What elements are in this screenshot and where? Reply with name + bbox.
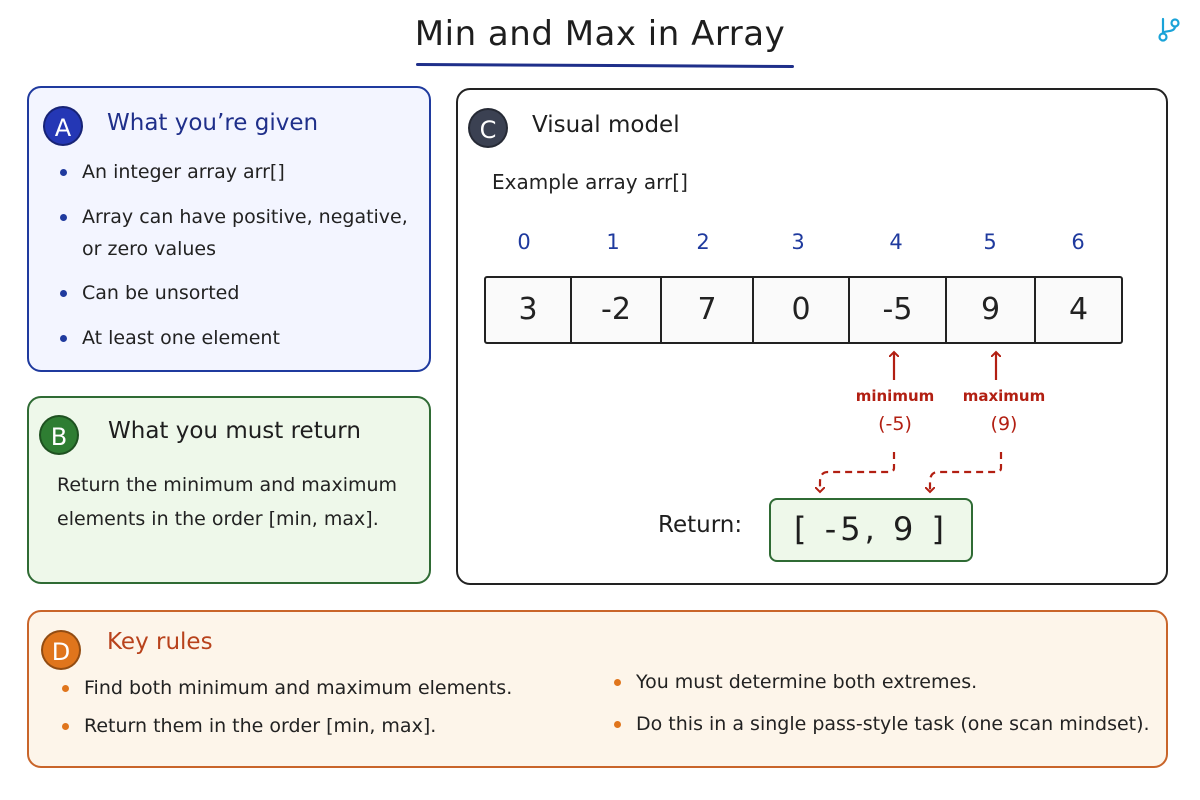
visual-model-panel: C Visual model Example array arr[] 0 1 2…	[456, 88, 1168, 585]
array-index: 3	[791, 230, 805, 254]
maximum-annotation: maximum (9)	[961, 387, 1047, 435]
title-underline	[415, 63, 795, 68]
array-cell: 4	[1068, 292, 1089, 327]
given-list: An integer array arr[] Array can have po…	[57, 156, 417, 367]
rules-list-left: Find both minimum and maximum elements. …	[59, 672, 579, 748]
return-value-box: [ -5, 9 ]	[769, 498, 973, 562]
array-index: 1	[606, 230, 620, 254]
return-heading: What you must return	[108, 418, 361, 444]
array-index: 2	[696, 230, 710, 254]
list-item: Can be unsorted	[57, 277, 417, 309]
given-heading: What you’re given	[107, 110, 319, 136]
array-index: 5	[983, 230, 997, 254]
minimum-label: minimum	[855, 387, 935, 405]
array-cell: 0	[754, 278, 850, 342]
key-rules-panel: D Key rules Find both minimum and maximu…	[27, 610, 1168, 768]
array-cell: 7	[662, 278, 754, 342]
list-item: Find both minimum and maximum elements.	[59, 672, 579, 704]
list-item: Return them in the order [min, max].	[59, 710, 579, 742]
git-branch-icon[interactable]	[1155, 16, 1183, 44]
return-label: Return:	[658, 512, 743, 538]
badge-c: C	[468, 108, 508, 148]
list-item: Do this in a single pass-style task (one…	[611, 708, 1161, 740]
list-item: An integer array arr[]	[57, 156, 417, 188]
array-cell: -2	[572, 278, 662, 342]
array-index: 0	[517, 230, 531, 254]
array-cell: 9	[947, 278, 1036, 342]
array-index: 6	[1071, 230, 1085, 254]
return-description: Return the minimum and maximum elements …	[57, 474, 398, 530]
visual-model-heading: Visual model	[532, 112, 680, 138]
array-cell: -5	[850, 278, 947, 342]
rules-list-right: You must determine both extremes. Do thi…	[611, 666, 1161, 750]
array-cell: 3	[486, 278, 572, 342]
maximum-label: maximum	[962, 387, 1046, 405]
page-title: Min and Max in Array	[414, 14, 786, 54]
minimum-dashed-arrow	[820, 452, 896, 492]
array-index: 4	[889, 230, 903, 254]
list-item: Array can have positive, negative, or ze…	[57, 201, 417, 265]
annotation-arrows	[458, 90, 1003, 587]
badge-d: D	[41, 630, 81, 670]
given-panel: A What you’re given An integer array arr…	[27, 86, 431, 372]
example-array-label: Example array arr[]	[492, 170, 688, 194]
maximum-value: (9)	[990, 413, 1018, 435]
return-panel: B What you must return Return the minimu…	[27, 396, 431, 584]
minimum-value: (-5)	[878, 413, 912, 435]
key-rules-heading: Key rules	[107, 629, 213, 655]
maximum-dashed-arrow	[930, 452, 1003, 492]
badge-a: A	[43, 106, 83, 146]
list-item: At least one element	[57, 322, 417, 354]
badge-b: B	[39, 415, 79, 455]
list-item: You must determine both extremes.	[611, 666, 1161, 698]
minimum-annotation: minimum (-5)	[852, 387, 938, 435]
array-visual: 3 -2 7 0 -5 9 4	[484, 276, 1123, 344]
